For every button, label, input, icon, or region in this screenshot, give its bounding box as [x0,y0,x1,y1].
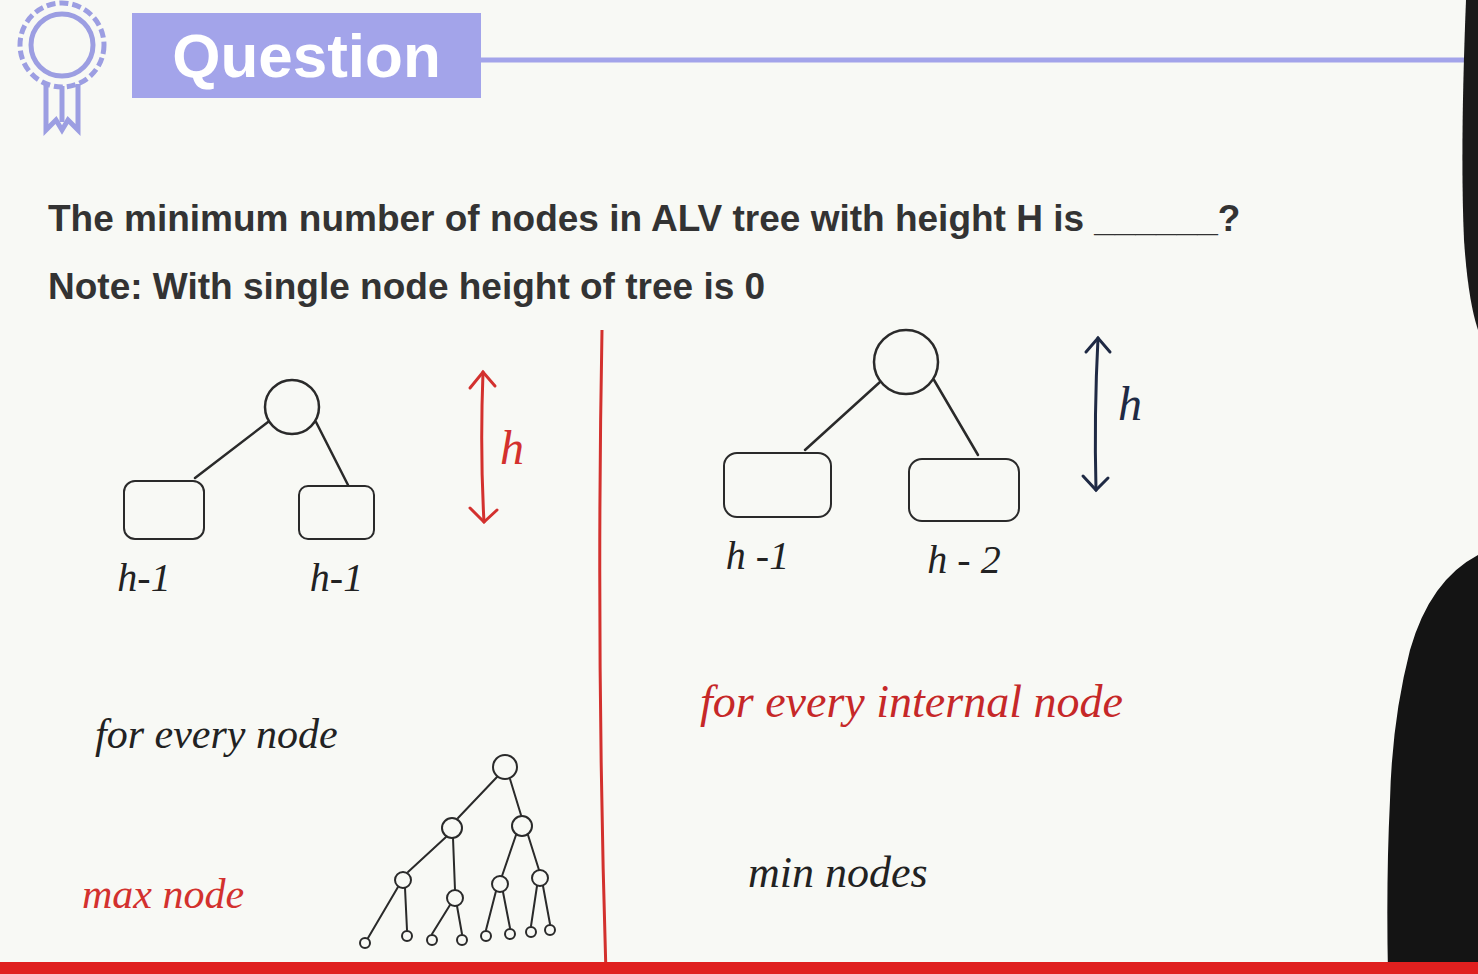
subtree-height: h - 2 [927,536,1000,583]
height-arrow [470,372,497,522]
subtree-outline [123,480,205,540]
progress-bar [0,962,1478,974]
handwritten-note: min nodes [748,848,928,899]
height-label: h [500,420,524,475]
divider-line [600,330,606,974]
handwritten-note: for every internal node [700,676,1123,729]
presenter [1387,555,1478,974]
subtree-height: h-1 [310,554,363,601]
handwritten-note: for every node [95,710,338,758]
height-arrow [1083,338,1110,490]
header-rule [481,58,1478,63]
subtree-box: h-1 [298,485,375,601]
handwritten-note: max node [82,870,244,918]
subtree-height: h -1 [726,532,789,579]
note-text: Note: With single node height of tree is… [48,266,765,309]
title-badge: Question [132,13,481,98]
question-text: The minimum number of nodes in ALV tree … [48,198,1240,241]
subtree-outline [298,485,375,540]
presenter [1462,0,1478,330]
tree-sketch [195,330,978,485]
full-binary-tree [360,755,555,948]
subtree-box: h -1 [723,452,832,579]
subtree-box: h - 2 [908,458,1020,583]
award-icon [20,3,104,130]
height-label: h [1118,376,1142,431]
subtree-outline [723,452,832,518]
title: Question [172,20,441,91]
subtree-box: h-1 [123,480,205,601]
subtree-height: h-1 [117,554,170,601]
subtree-outline [908,458,1020,522]
